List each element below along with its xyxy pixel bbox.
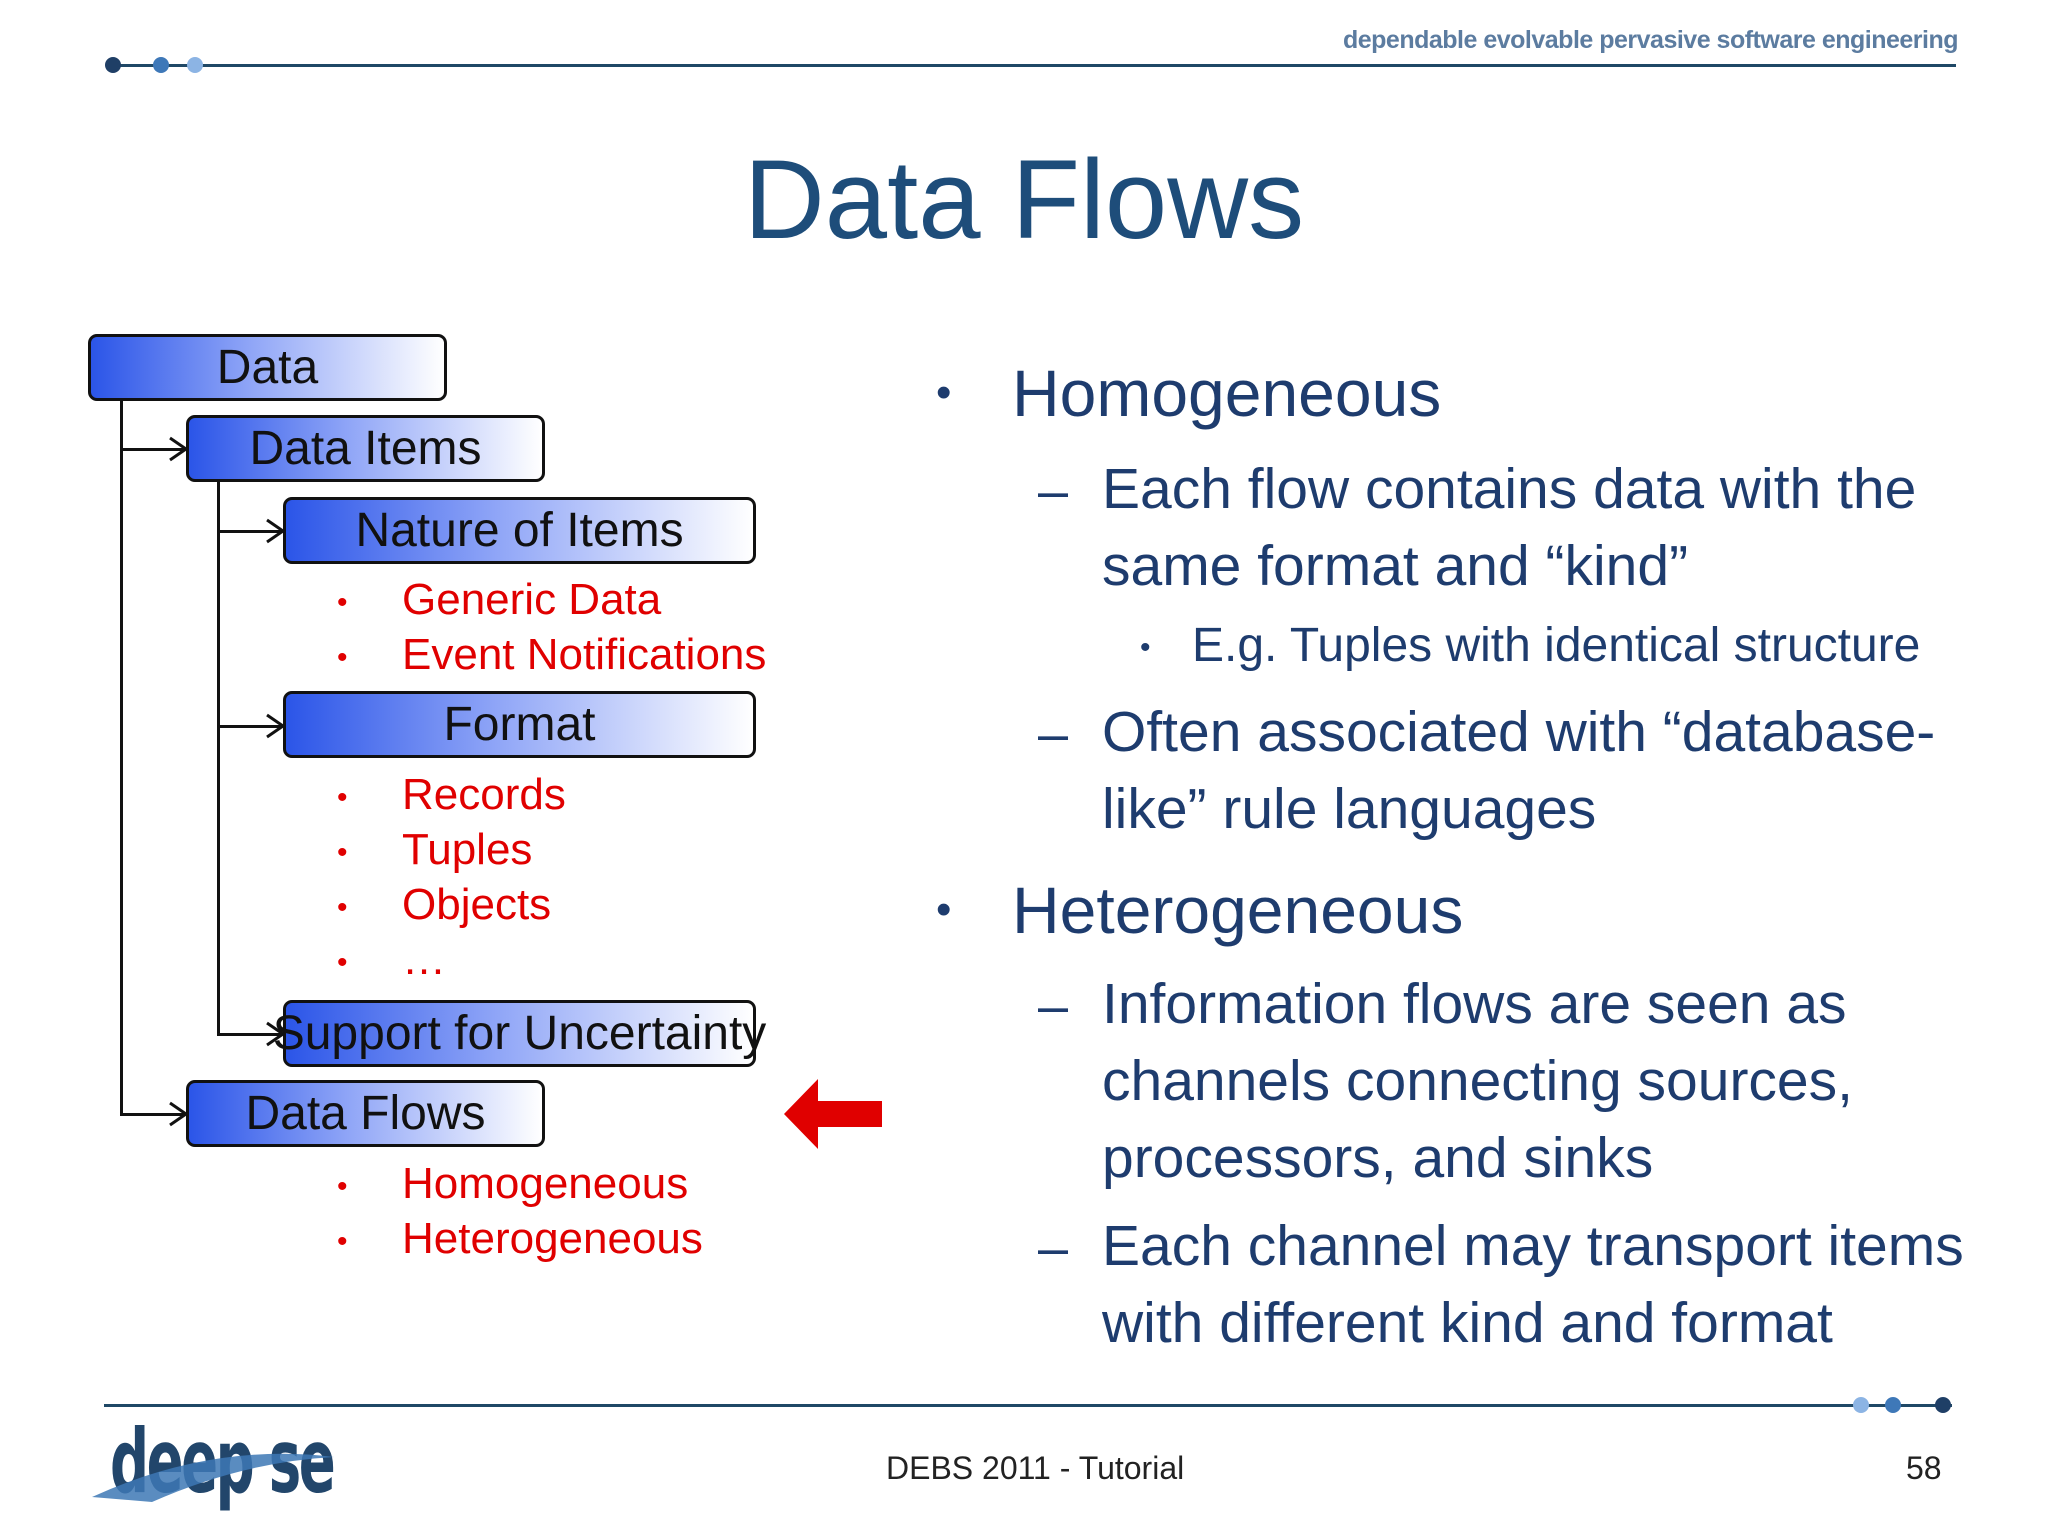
box-nature-of-items: Nature of Items bbox=[283, 497, 756, 564]
format-item: Tuples bbox=[402, 825, 533, 874]
text-homogeneous-2: Often associated with “database-like” ru… bbox=[1102, 700, 1936, 841]
arrowhead-uncertainty bbox=[266, 1021, 286, 1047]
footer-dot-2 bbox=[1885, 1397, 1901, 1413]
format-item: Objects bbox=[402, 880, 552, 929]
format-bullet: • bbox=[337, 781, 348, 814]
header-tagline: dependable evolvable pervasive software … bbox=[1342, 26, 1959, 54]
page-number: 58 bbox=[1906, 1450, 1942, 1486]
format-bullet: • bbox=[337, 836, 348, 869]
connector-data-items bbox=[120, 448, 184, 451]
dash-heterogeneous-2: – bbox=[1038, 1218, 1069, 1278]
flow-item: Heterogeneous bbox=[402, 1214, 703, 1263]
slide-title: Data Flows bbox=[743, 137, 1305, 262]
header-dot-1 bbox=[105, 57, 121, 73]
heading-homogeneous: Homogeneous bbox=[1012, 356, 1442, 430]
tree-line-items bbox=[217, 482, 220, 1034]
flow-bullet: • bbox=[337, 1225, 348, 1258]
connector-nature bbox=[217, 530, 281, 533]
box-data-items: Data Items bbox=[186, 415, 545, 482]
text-heterogeneous-1: Information flows are seen as channels c… bbox=[1102, 972, 1853, 1190]
format-bullet: • bbox=[337, 946, 348, 979]
header-dot-3 bbox=[187, 57, 203, 73]
text-homogeneous-1: Each flow contains data with the same fo… bbox=[1102, 457, 1917, 598]
text-heterogeneous-2: Each channel may transport items with di… bbox=[1102, 1214, 1964, 1355]
connector-format bbox=[217, 725, 281, 728]
arrowhead-nature bbox=[266, 518, 286, 544]
header-dot-2 bbox=[153, 57, 169, 73]
box-format: Format bbox=[283, 691, 756, 758]
flow-item: Homogeneous bbox=[402, 1159, 689, 1208]
box-data: Data bbox=[88, 334, 447, 401]
heading-heterogeneous: Heterogeneous bbox=[1012, 873, 1464, 947]
bullet-homogeneous-example: • bbox=[1140, 631, 1151, 664]
bullet-heterogeneous: • bbox=[936, 885, 952, 934]
connector-uncertainty bbox=[217, 1033, 281, 1036]
nature-bullet: • bbox=[337, 586, 348, 619]
text-homogeneous-example: E.g. Tuples with identical structure bbox=[1192, 619, 1921, 672]
current-section-arrow-icon bbox=[784, 1079, 882, 1149]
footer-dot-1 bbox=[1853, 1397, 1869, 1413]
connector-data-flows bbox=[120, 1113, 184, 1116]
flow-bullet: • bbox=[337, 1170, 348, 1203]
box-data-flows: Data Flows bbox=[186, 1080, 545, 1147]
logo-swoosh-icon bbox=[92, 1453, 334, 1502]
footer-dot-3 bbox=[1935, 1397, 1951, 1413]
nature-bullet: • bbox=[337, 641, 348, 674]
arrowhead-format bbox=[266, 713, 286, 739]
tree-line-main bbox=[120, 400, 123, 1114]
footer-center: DEBS 2011 - Tutorial bbox=[886, 1450, 1185, 1486]
bullet-homogeneous: • bbox=[936, 368, 952, 417]
dash-heterogeneous-1: – bbox=[1038, 976, 1069, 1036]
footer-rule bbox=[104, 1404, 1952, 1407]
format-bullet: • bbox=[337, 891, 348, 924]
dash-homogeneous-2: – bbox=[1038, 704, 1069, 764]
format-item: Records bbox=[402, 770, 566, 819]
arrowhead-data-flows bbox=[169, 1101, 189, 1127]
format-item: … bbox=[402, 935, 446, 984]
nature-item: Event Notifications bbox=[402, 630, 767, 679]
arrowhead-data-items bbox=[169, 436, 189, 462]
dash-homogeneous-1: – bbox=[1038, 461, 1069, 521]
nature-item: Generic Data bbox=[402, 575, 662, 624]
box-support-for-uncertainty: Support for Uncertainty bbox=[273, 1000, 766, 1067]
deep-se-logo: deep se bbox=[92, 1402, 342, 1532]
header-rule bbox=[112, 64, 1956, 67]
